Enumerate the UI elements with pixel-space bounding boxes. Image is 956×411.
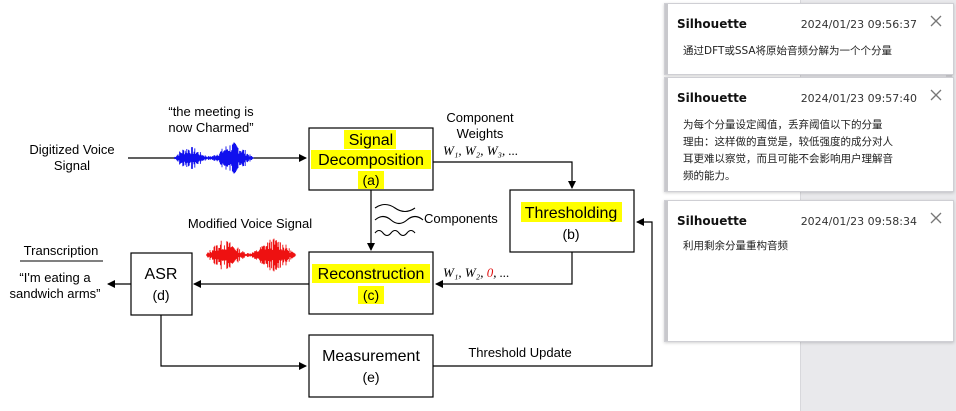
comment-accent [665,4,668,74]
pipeline-diagram: Digitized Voice Signal “the meeting is n… [9,104,653,398]
thresholding-label: (b) [562,226,579,242]
threshold-update-label: Threshold Update [468,345,571,360]
highlight [344,130,396,149]
comment-text-line: 频的能力。 [683,170,736,182]
highlight [358,286,384,304]
highlight [358,171,384,189]
comment-timestamp: 2024/01/23 09:56:37 [800,18,917,31]
output-quote-line2: sandwich arms” [9,286,100,301]
comment-text-line: 耳更难以察觉，而且可能不会影响用户理解音 [683,153,893,165]
component-wave-3 [374,229,416,237]
arrow-threshold-to-recon [435,252,573,288]
comment-text-line: 为每个分量设定阈值，丢弃阈值以下的分量 [683,119,883,131]
reconstruction-title: Reconstruction [318,266,425,283]
modified-voice-label: Modified Voice Signal [188,216,312,231]
component-weights-line2: Weights [457,126,504,141]
highlight [312,264,430,283]
comment-accent [665,78,668,191]
output-quote-line1: “I'm eating a [19,270,91,285]
weights-full: W₁, W₂, W₃, ... [443,143,518,158]
comment-timestamp: 2024/01/23 09:57:40 [800,92,917,105]
waveform-trace [174,142,254,174]
comment-card[interactable]: Silhouette 2024/01/23 09:57:40 为每个分量设定阈值… [664,77,954,192]
input-quote-line1: “the meeting is [168,104,254,119]
measurement-label: (e) [362,369,379,385]
comment-text: 利用剩余分量重构音频 [683,240,788,252]
input-label-line1: Digitized Voice [29,142,114,157]
measurement-title: Measurement [322,348,420,365]
waveform-trace [206,238,297,272]
weights-masked: W₁, W₂, 0, ... [443,265,509,280]
component-weights-line1: Component [446,110,514,125]
comment-author: Silhouette [677,91,747,105]
asr-label: (d) [152,287,169,303]
asr-box [130,252,193,316]
comment-card[interactable]: Silhouette 2024/01/23 09:56:37 通过DFT或SSA… [664,3,954,75]
transcription-heading: Transcription [24,243,99,258]
modified-waveform [206,238,297,272]
close-icon[interactable] [929,88,943,102]
comment-accent [665,201,668,341]
components-label: Components [424,211,498,226]
input-waveform [174,142,254,174]
comment-card[interactable]: Silhouette 2024/01/23 09:58:34 利用剩余分量重构音… [664,200,954,342]
arrow-threshold-update [433,218,653,367]
comment-text-line: 理由：这样做的直觉是，较低强度的成分对人 [683,136,893,148]
close-icon[interactable] [929,211,943,225]
component-wave-2 [374,215,424,225]
decomp-title-line1: Signal [349,132,393,149]
measurement-box [308,334,434,398]
arrow-asr-to-measurement [160,315,307,370]
component-wave-1 [374,203,416,213]
close-icon[interactable] [929,14,943,28]
asr-title: ASR [145,266,178,283]
reconstruction-label: (c) [363,287,379,303]
comment-timestamp: 2024/01/23 09:58:34 [800,215,917,228]
comment-text: 通过DFT或SSA将原始音频分解为一个个分量 [683,45,893,57]
input-label-line2: Signal [54,158,90,173]
comment-author: Silhouette [677,17,747,31]
highlight [311,150,431,169]
comment-author: Silhouette [677,214,747,228]
input-quote-line2: now Charmed” [168,120,253,135]
highlight [521,202,622,222]
arrow-decomp-to-threshold [433,161,576,189]
decomp-title-line2: Decomposition [318,152,424,169]
decomp-label: (a) [362,172,379,188]
thresholding-title: Thresholding [525,205,618,222]
